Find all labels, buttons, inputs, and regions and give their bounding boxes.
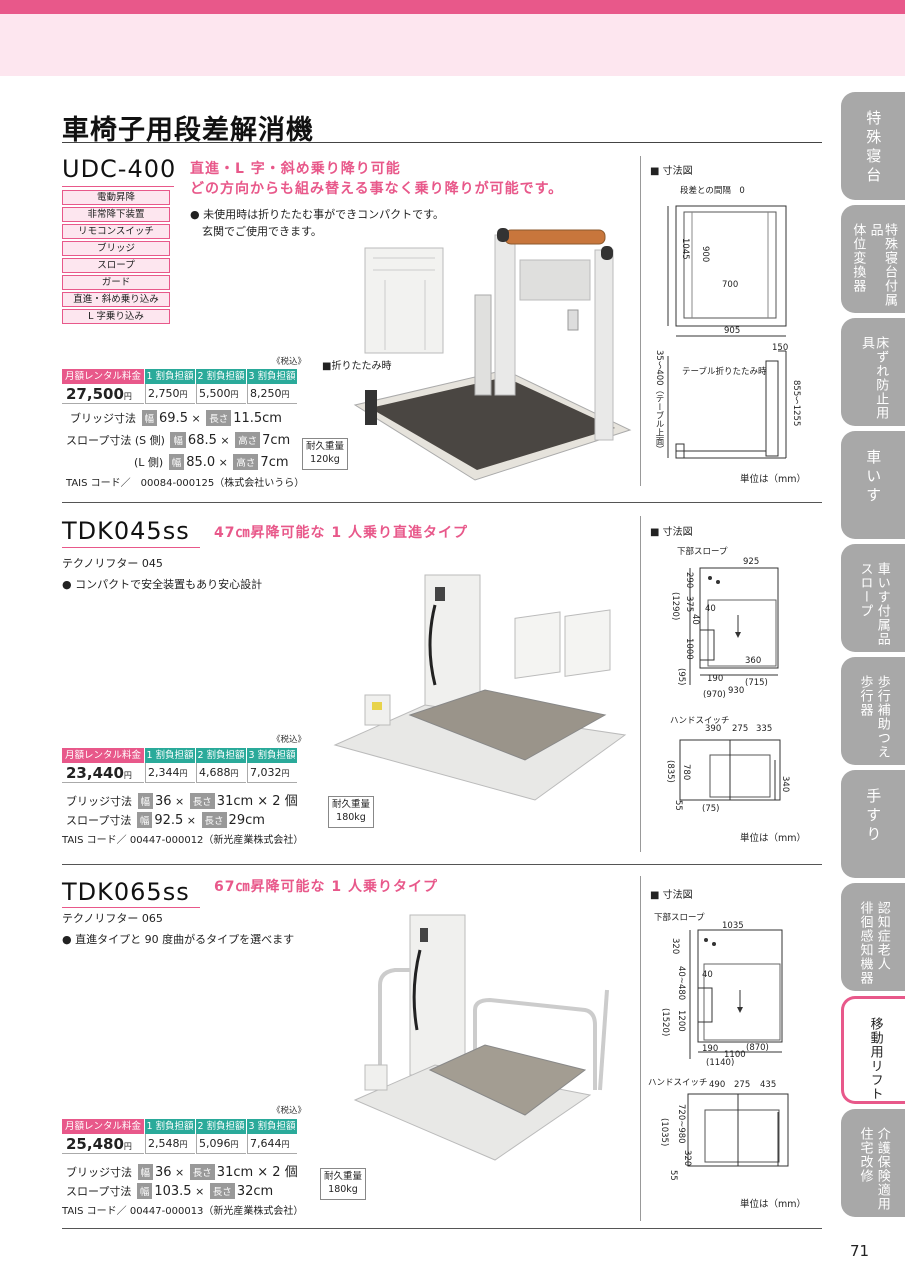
- unit-note: 単位は（mm）: [740, 833, 807, 844]
- section-divider: [62, 864, 822, 865]
- model-underline: [62, 547, 200, 548]
- page-number: 71: [850, 1242, 870, 1260]
- dim-divider: [640, 876, 641, 1221]
- tdk045ss-product-image: [333, 574, 627, 801]
- tais-code: TAIS コード／ 00447-000013（新光産業株式会社）: [62, 1206, 304, 1217]
- tab-handrail[interactable]: 手すり: [841, 770, 905, 878]
- feature-tag: 直進・斜め乗り込み: [62, 292, 170, 307]
- feature-tag: スロープ: [62, 258, 170, 273]
- tdk065ss-dimension-diagram: [687, 929, 789, 1167]
- tdk045ss-dimension-diagram: [679, 567, 781, 801]
- category-tabs: 特殊寝台 特殊寝台付属品体位変換器 床ずれ防止用具 車いす 車いす付属品スロープ…: [841, 92, 905, 1222]
- model-tdk045ss: TDK045ss: [62, 517, 190, 545]
- section-divider: [62, 502, 822, 503]
- tab-bedsore-prevention[interactable]: 床ずれ防止用具: [841, 318, 905, 426]
- unit-note: 単位は（mm）: [740, 1199, 807, 1210]
- model-underline: [62, 907, 200, 908]
- feature-tag: ガード: [62, 275, 170, 290]
- tab-wheelchair-accessories[interactable]: 車いす付属品スロープ: [841, 544, 905, 652]
- dimension-title: ■ 寸法図: [650, 527, 693, 538]
- tab-home-renovation[interactable]: 介護保険適用住宅改修: [841, 1109, 905, 1217]
- udc400-dimension-diagram: [667, 205, 787, 459]
- dimension-title: ■ 寸法図: [650, 166, 693, 177]
- section-divider: [62, 1228, 822, 1229]
- feature-tag: ブリッジ: [62, 241, 170, 256]
- tab-dementia-sensor[interactable]: 認知症老人徘徊感知機器: [841, 883, 905, 991]
- model-udc400: UDC-400: [62, 155, 177, 183]
- model-tdk065ss: TDK065ss: [62, 878, 190, 906]
- feature-tag: 非常降下装置: [62, 207, 170, 222]
- bullet-list: ● 未使用時は折りたたむ事ができコンパクトです。 玄関でご使用できます。: [190, 208, 444, 239]
- product-subname: テクノリフター 045: [62, 557, 163, 570]
- tab-bed-accessories[interactable]: 特殊寝台付属品体位変換器: [841, 205, 905, 313]
- tax-note: 《税込》: [272, 357, 307, 367]
- tab-walking-aids[interactable]: 歩行補助つえ歩行器: [841, 657, 905, 765]
- bullet-list: ● コンパクトで安全装置もあり安心設計: [62, 578, 263, 591]
- tab-mobility-lift[interactable]: 移動用リフト: [841, 996, 905, 1104]
- headline: 直進・L 字・斜め乗り降り可能 どの方向からも組み替える事なく乗り降りが可能です…: [190, 161, 564, 197]
- feature-list: 電動昇降 非常降下装置 リモコンスイッチ ブリッジ スロープ ガード 直進・斜め…: [62, 190, 170, 326]
- price-table: 月額レンタル料金 1 割負担額 2 割負担額 3 割負担額 27,500円 2,…: [62, 369, 297, 404]
- udc400-product-image: [353, 228, 632, 481]
- dimension-title: ■ 寸法図: [650, 890, 693, 901]
- product-subname: テクノリフター 065: [62, 912, 163, 925]
- monthly-price: 23,440円: [62, 763, 144, 783]
- feature-tag: リモコンスイッチ: [62, 224, 170, 239]
- model-underline: [62, 186, 174, 187]
- price-table: 月額レンタル料金 1 割負担額 2 割負担額 3 割負担額 25,480円 2,…: [62, 1119, 297, 1154]
- headline: 67㎝昇降可能な 1 人乗りタイプ: [214, 879, 438, 895]
- dim-divider: [640, 516, 641, 852]
- feature-tag: L 字乗り込み: [62, 309, 170, 324]
- unit-note: 単位は（mm）: [740, 474, 807, 485]
- feature-tag: 電動昇降: [62, 190, 170, 205]
- price-table: 月額レンタル料金 1 割負担額 2 割負担額 3 割負担額 23,440円 2,…: [62, 748, 297, 783]
- tdk065ss-product-image: [353, 914, 609, 1161]
- monthly-price: 27,500円: [62, 384, 144, 404]
- tab-wheelchair[interactable]: 車いす: [841, 431, 905, 539]
- tax-note: 《税込》: [272, 735, 307, 745]
- tab-special-bed[interactable]: 特殊寝台: [841, 92, 905, 200]
- dim-divider: [640, 156, 641, 486]
- tais-code: TAIS コード／ 00084-000125（株式会社いうら）: [66, 478, 305, 489]
- tax-note: 《税込》: [272, 1106, 307, 1116]
- page-title: 車椅子用段差解消機: [62, 115, 314, 146]
- title-divider: [62, 142, 822, 143]
- folded-label: ■折りたたみ時: [322, 361, 392, 372]
- headline: 47㎝昇降可能な 1 人乗り直進タイプ: [214, 525, 468, 541]
- top-accent-bar: [0, 0, 905, 14]
- header-band: [0, 14, 905, 76]
- monthly-price: 25,480円: [62, 1134, 144, 1154]
- tais-code: TAIS コード／ 00447-000012（新光産業株式会社）: [62, 835, 304, 846]
- bullet-list: ● 直進タイプと 90 度曲がるタイプを選べます: [62, 933, 295, 946]
